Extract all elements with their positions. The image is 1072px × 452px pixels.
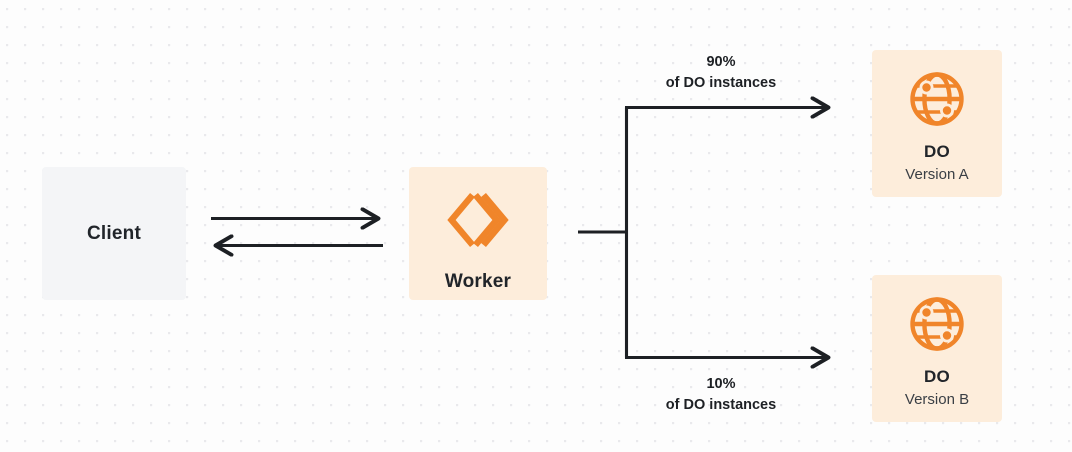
edge-worker-branch-bus: [578, 107, 629, 358]
edge-label-do-a: 90% of DO instances: [628, 52, 814, 93]
edge-label-do-b-percent: 10%: [706, 376, 736, 392]
worker-label: Worker: [444, 271, 512, 292]
do-a-label: DO: [924, 142, 950, 161]
node-client[interactable]: Client: [42, 167, 186, 300]
do-a-sublabel: Version A: [905, 166, 969, 183]
node-do-version-a[interactable]: DO Version A: [872, 50, 1002, 197]
client-label: Client: [87, 222, 141, 244]
do-b-label: DO: [924, 367, 950, 386]
edge-label-do-a-percent: 90%: [706, 54, 736, 70]
globe-icon: [908, 70, 966, 128]
edge-label-do-b: 10% of DO instances: [628, 374, 814, 415]
node-do-version-b[interactable]: DO Version B: [872, 275, 1002, 422]
do-b-sublabel: Version B: [904, 391, 970, 408]
workers-logo-icon: [447, 191, 509, 249]
node-worker[interactable]: Worker: [409, 167, 547, 300]
globe-icon: [908, 295, 966, 353]
edge-label-do-a-description: of DO instances: [665, 74, 777, 91]
edge-label-do-b-description: of DO instances: [665, 396, 777, 413]
